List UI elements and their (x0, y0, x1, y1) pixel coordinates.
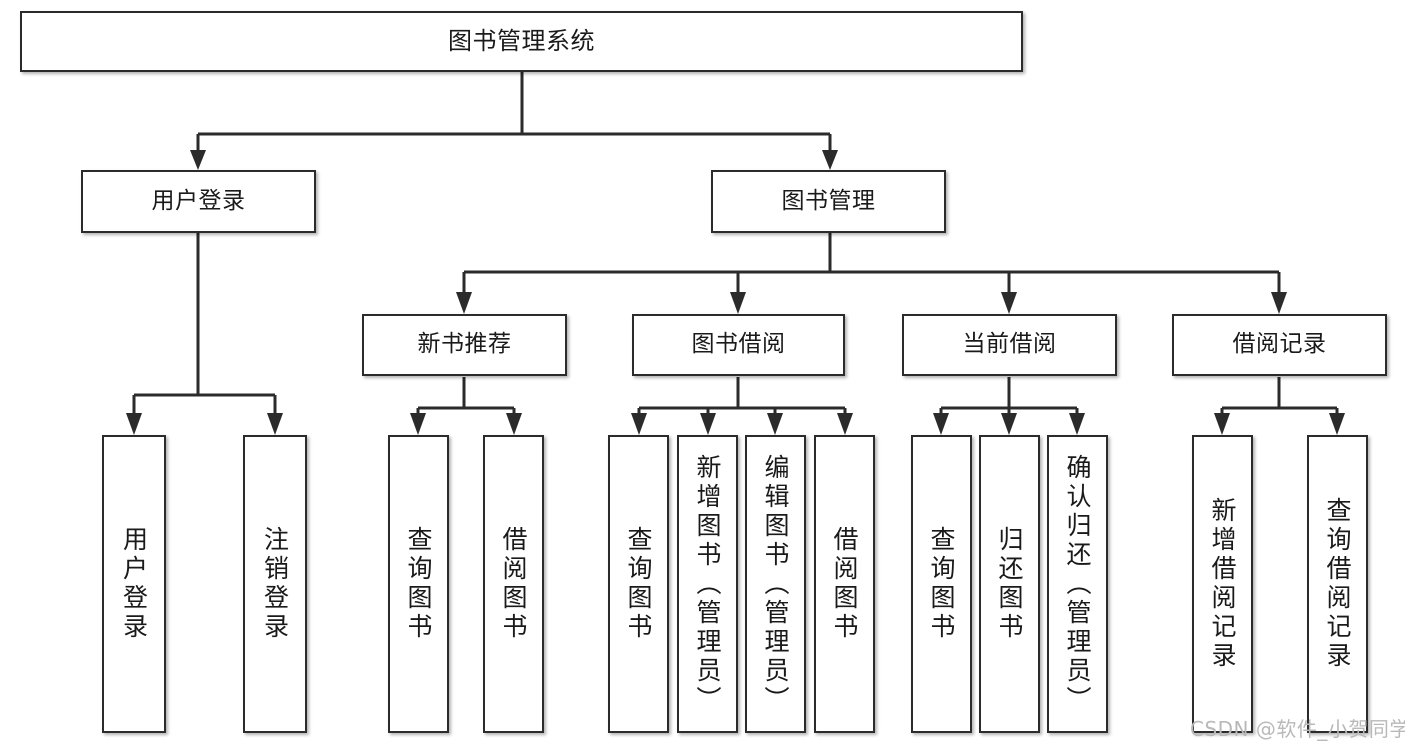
node-current-borrow-label: 当前借阅 (962, 331, 1057, 358)
leaf-borrow-record-add-label: 新增借阅记录 (1208, 497, 1237, 671)
arrow-bookmanage (822, 150, 838, 170)
arrow-newbook-leaf1 (410, 413, 426, 435)
arrow-newbook (456, 292, 472, 314)
node-user-login-label: 用户登录 (151, 187, 246, 214)
leaf-borrow-record-add[interactable]: 新增借阅记录 (1192, 435, 1253, 733)
leaf-new-book-query[interactable]: 查询图书 (388, 435, 449, 733)
leaf-current-borrow-query-label: 查询图书 (927, 526, 956, 642)
leaf-current-borrow-query[interactable]: 查询图书 (911, 435, 972, 733)
arrow-bookborrow (730, 292, 746, 314)
leaf-current-borrow-confirm-admin[interactable]: 确认归还（管理员） (1047, 435, 1108, 733)
leaf-book-borrow-add-admin-label: 新增图书（管理员） (693, 453, 722, 715)
leaf-book-borrow-query-label: 查询图书 (624, 526, 653, 642)
leaf-borrow-record-query[interactable]: 查询借阅记录 (1307, 435, 1368, 733)
node-user-login[interactable]: 用户登录 (81, 170, 316, 233)
leaf-current-borrow-return-label: 归还图书 (995, 526, 1024, 642)
node-book-borrow[interactable]: 图书借阅 (632, 314, 845, 376)
leaf-book-borrow-edit-admin[interactable]: 编辑图书（管理员） (745, 435, 806, 733)
leaf-user-login-signout[interactable]: 注销登录 (243, 435, 307, 733)
arrow-bookborrow-leaf4 (837, 413, 853, 435)
arrow-borrowrecord (1271, 292, 1287, 314)
leaf-borrow-record-query-label: 查询借阅记录 (1323, 497, 1352, 671)
leaf-book-borrow-query[interactable]: 查询图书 (608, 435, 669, 733)
leaf-user-login-signout-label: 注销登录 (260, 526, 290, 642)
arrow-currentborrow-leaf2 (1001, 413, 1017, 435)
arrow-newbook-leaf2 (506, 413, 522, 435)
arrow-userlogin (190, 150, 206, 170)
node-book-management-label: 图书管理 (781, 187, 876, 214)
node-root-system[interactable]: 图书管理系统 (20, 11, 1023, 72)
arrow-bookborrow-leaf1 (631, 413, 647, 435)
arrow-currentborrow-leaf3 (1069, 413, 1085, 435)
arrow-borrowrecord-leaf2 (1329, 413, 1345, 435)
arrow-userlogin-leaf1 (126, 413, 142, 435)
node-new-book-recommend-label: 新书推荐 (417, 331, 512, 358)
leaf-book-borrow-add-admin[interactable]: 新增图书（管理员） (677, 435, 738, 733)
leaf-new-book-query-label: 查询图书 (404, 526, 433, 642)
leaf-user-login-signin[interactable]: 用户登录 (102, 435, 166, 733)
arrow-bookborrow-leaf3 (767, 413, 783, 435)
arrow-bookborrow-leaf2 (700, 413, 716, 435)
arrow-currentborrow (1001, 292, 1017, 314)
node-root-system-label: 图书管理系统 (448, 27, 595, 56)
leaf-current-borrow-return[interactable]: 归还图书 (979, 435, 1040, 733)
node-new-book-recommend[interactable]: 新书推荐 (362, 314, 567, 376)
node-borrow-record[interactable]: 借阅记录 (1172, 314, 1387, 376)
leaf-book-borrow-borrow-label: 借阅图书 (830, 526, 859, 642)
node-current-borrow[interactable]: 当前借阅 (902, 314, 1117, 376)
leaf-current-borrow-confirm-admin-label: 确认归还（管理员） (1063, 453, 1092, 715)
node-book-management[interactable]: 图书管理 (711, 170, 946, 233)
leaf-new-book-borrow[interactable]: 借阅图书 (483, 435, 544, 733)
node-borrow-record-label: 借阅记录 (1232, 331, 1327, 358)
arrow-borrowrecord-leaf1 (1214, 413, 1230, 435)
node-book-borrow-label: 图书借阅 (691, 331, 786, 358)
arrow-userlogin-leaf2 (267, 413, 283, 435)
leaf-book-borrow-edit-admin-label: 编辑图书（管理员） (761, 453, 790, 715)
arrow-currentborrow-leaf1 (933, 413, 949, 435)
leaf-user-login-signin-label: 用户登录 (119, 526, 149, 642)
leaf-new-book-borrow-label: 借阅图书 (499, 526, 528, 642)
leaf-book-borrow-borrow[interactable]: 借阅图书 (814, 435, 875, 733)
